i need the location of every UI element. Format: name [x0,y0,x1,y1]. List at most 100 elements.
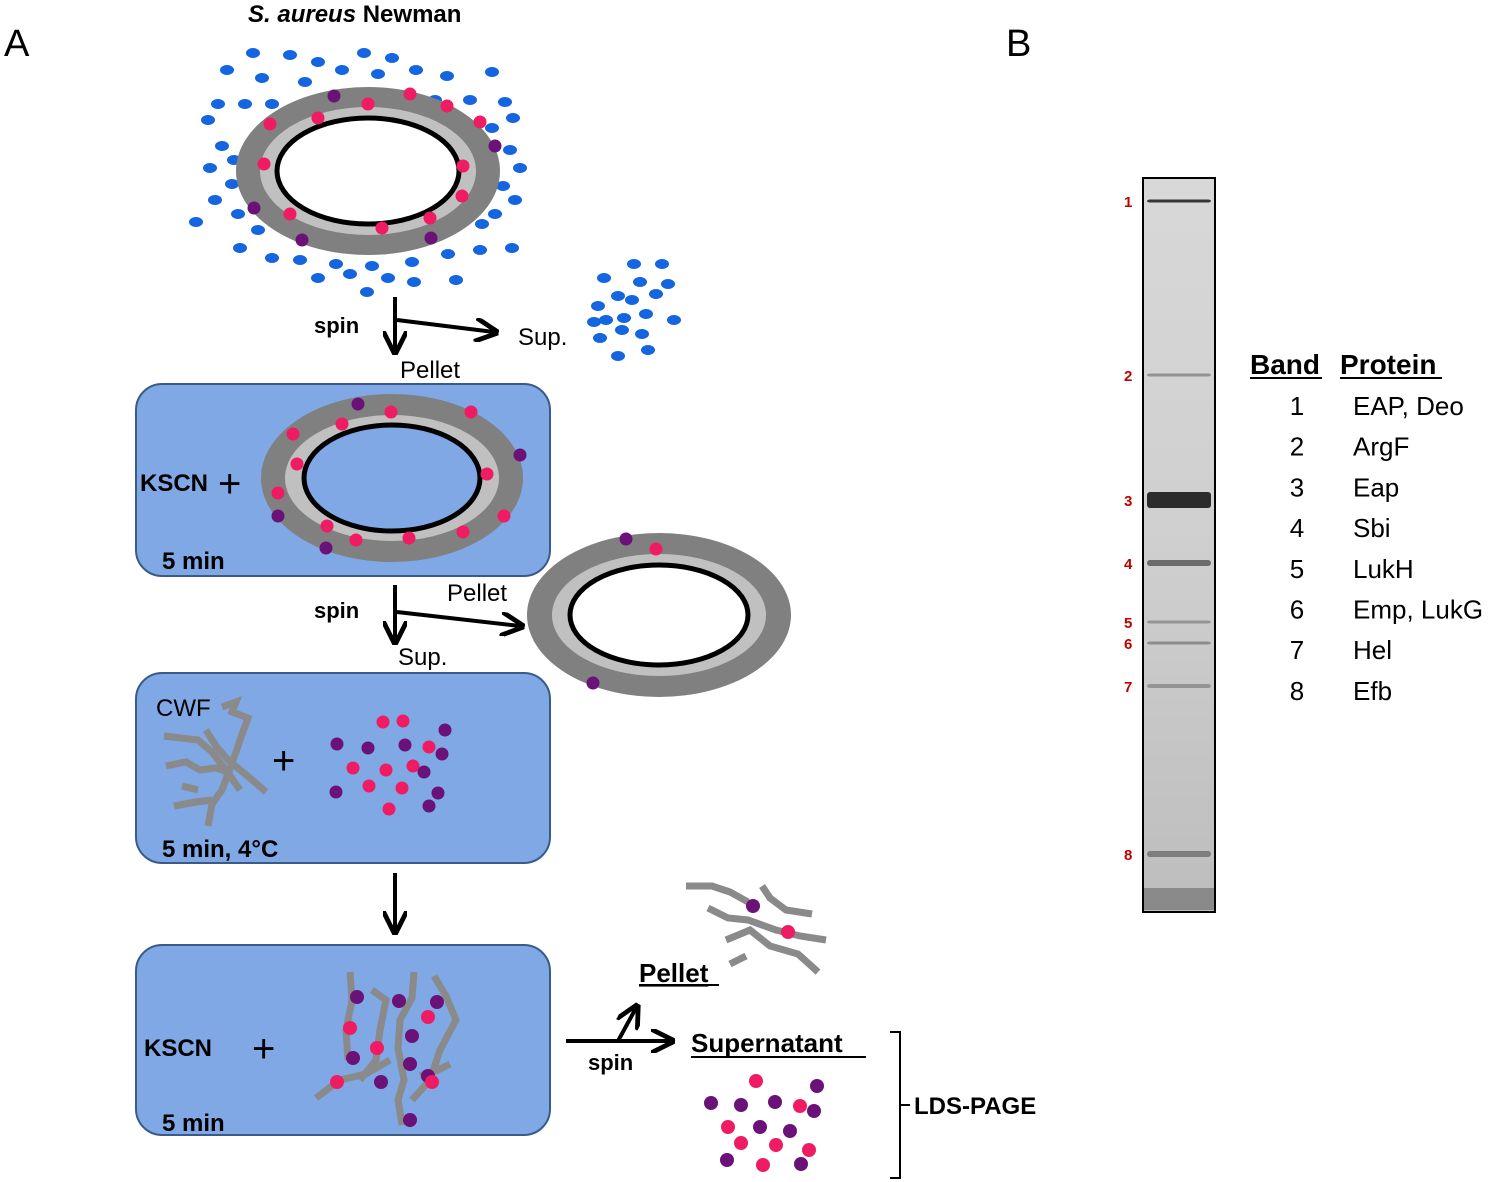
secreted-protein-dot [293,255,307,265]
secreted-protein-dot [238,99,252,109]
blue-secreted-proteins [189,48,527,297]
secreted-protein-dot [385,53,399,63]
secreted-protein-dot [357,48,371,58]
gel-band-marker: 1 [1124,194,1132,211]
final-supernatant-proteins [704,1074,824,1172]
secreted-protein-dot [498,97,512,107]
secreted-protein-dot [211,99,225,109]
protein-dot-purple [403,1113,417,1127]
protein-dot-pink [464,405,478,419]
plus-sign-1: + [218,462,241,506]
protein-dot-purple [430,995,444,1009]
secreted-protein-dot [255,73,269,83]
table-cell-band: 5 [1290,554,1304,584]
gel-band-marker: 7 [1124,679,1132,696]
protein-dot-purple [346,1051,360,1065]
table-cell-protein: ArgF [1353,432,1409,462]
table-cell-band: 1 [1290,391,1304,421]
protein-dot-purple [794,1157,808,1171]
protein-dot-purple [405,1029,419,1043]
protein-dot-pink [456,525,470,539]
table-cell-protein: LukH [1353,554,1414,584]
secreted-protein-dot [639,309,653,319]
secreted-protein-dot [505,243,519,253]
gel-band [1147,684,1211,688]
protein-dot-purple [753,1120,767,1134]
protein-dot-pink [263,117,277,131]
protein-dot-purple [424,231,438,245]
pellet-label-1: Pellet [400,357,460,384]
secreted-protein-dot [311,57,325,67]
gel-dye-front [1144,888,1214,910]
table-cell-protein: Emp, LukG [1353,595,1483,625]
kscn-box-2: KSCN + 5 min [135,944,551,1137]
secreted-protein-dot [449,275,463,285]
final-pellet-fragments [686,882,827,975]
kscn-label-2: KSCN [144,1035,212,1062]
protein-dot-purple [431,786,445,800]
secreted-protein-dot [661,279,675,289]
gel-band [1147,373,1211,377]
gel-band [1147,492,1211,508]
protein-dot-purple [392,994,406,1008]
secreted-protein-dot [283,50,297,60]
protein-dot-purple [403,1057,417,1071]
secreted-protein-dot [667,315,681,325]
secreted-protein-dot [311,273,325,283]
gel-band-marker: 5 [1124,615,1132,632]
protein-dot-pink [406,759,420,773]
protein-dot-pink [473,115,487,129]
secreted-protein-dot [225,179,239,189]
gel-band-marker: 2 [1124,368,1132,385]
spin-step-2: spin Pellet Sup. [314,580,520,671]
panel-a-letter: A [4,23,30,65]
protein-dot-purple [513,448,527,462]
secreted-protein-dot [503,145,517,155]
secreted-protein-dot [611,291,625,301]
protein-dot-pink [362,779,376,793]
secreted-protein-dot [506,113,520,123]
protein-dot-pink [402,531,416,545]
protein-dot-pink [283,207,297,221]
protein-dot-purple [438,723,452,737]
protein-dot-pink [802,1143,816,1157]
protein-dot-pink [335,417,349,431]
protein-dot-pink [257,157,271,171]
table-cell-protein: Sbi [1353,513,1391,543]
secreted-protein-dot [473,245,487,255]
protein-dot-pink [376,715,390,729]
secreted-protein-dot [463,95,477,105]
secreted-protein-dot [405,257,419,267]
secreted-protein-dot [201,115,215,125]
time-label-2: 5 min, 4°C [162,836,278,863]
plus-sign-3: + [252,1027,275,1071]
sup-label-1: Sup. [518,324,567,351]
protein-dot-purple [488,139,502,153]
secreted-protein-dot [475,219,489,229]
secreted-protein-dot [251,225,265,235]
secreted-protein-dot [371,69,385,79]
secreted-protein-dot [633,277,647,287]
protein-dot-purple [361,741,375,755]
protein-dot-purple [247,201,261,215]
secreted-protein-dot [617,313,631,323]
spin-label-1: spin [314,313,359,338]
protein-dot-pink [721,1120,735,1134]
protein-dot-purple [734,1098,748,1112]
protein-dot-pink [330,1075,344,1089]
secreted-protein-dot [265,253,279,263]
secreted-protein-dot [189,217,203,227]
secreted-protein-dot [407,277,421,287]
protein-dot-pink [395,781,409,795]
time-label-1: 5 min [162,548,225,575]
table-cell-band: 3 [1290,472,1304,502]
gel-lane [1142,177,1216,913]
stripped-cell-pellet [527,532,791,697]
protein-dot-pink [425,1075,439,1089]
gel-band-marker: 4 [1124,556,1133,573]
supernatant-label: Supernatant [691,1028,843,1058]
table-header-protein: Protein [1340,349,1436,380]
